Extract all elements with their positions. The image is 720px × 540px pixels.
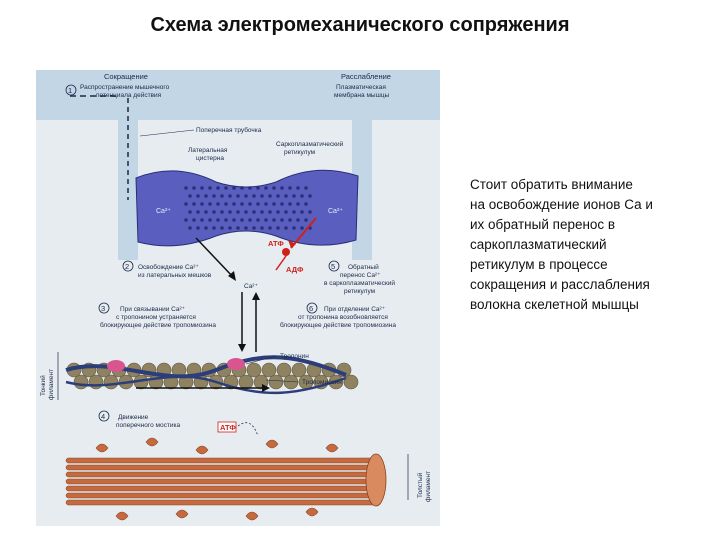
step5-number: 5 xyxy=(331,262,335,271)
step6-number: 6 xyxy=(309,304,313,313)
troponin-left xyxy=(107,360,125,372)
tropomyosin-pointer xyxy=(265,379,299,383)
atp-arrow xyxy=(290,217,317,249)
tropomyosin-label: Тропомиозин xyxy=(302,379,342,386)
atp-label: АТФ xyxy=(268,239,284,248)
adp-arrow xyxy=(275,255,287,271)
ca-arrow-label: Ca²⁺ xyxy=(244,283,258,290)
atp2-box xyxy=(217,421,237,433)
ca-left-label: Ca²⁺ xyxy=(156,208,171,215)
header-relaxation: Расслабление xyxy=(341,72,391,81)
t-tubule-pointer xyxy=(139,129,195,137)
step1-number: 1 xyxy=(68,86,72,95)
step2-number: 2 xyxy=(125,262,129,271)
step3-marker xyxy=(98,302,110,314)
step6-text-line2: от тропонина возобновляется xyxy=(298,313,388,321)
down-arrowhead xyxy=(238,344,246,352)
thick-filament xyxy=(65,437,387,521)
atp-pump xyxy=(282,248,290,256)
step6-marker xyxy=(306,302,318,314)
step5-text-line3: в саркоплазматический xyxy=(324,279,395,287)
t-tubule-right xyxy=(352,120,372,260)
excitation-contraction-diagram: Сокращение Расслабление 1 Распространени… xyxy=(36,70,440,526)
step3-number: 3 xyxy=(101,304,105,313)
step4-text-line1: Движение xyxy=(118,414,149,421)
ca-right-label: Ca²⁺ xyxy=(328,208,343,215)
crossbridge-arrowhead xyxy=(262,384,270,392)
caption-line: саркоплазматический xyxy=(470,237,607,252)
step3-text-line1: При связывании Ca²⁺ xyxy=(120,306,186,313)
header-contraction: Сокращение xyxy=(104,72,148,81)
step1-text-line1: Распространение мышечного xyxy=(80,84,170,91)
caption-line: их обратный перенос в xyxy=(470,217,616,232)
thick-filament-label-line2: филамент xyxy=(425,471,432,502)
troponin-pointer xyxy=(245,355,277,365)
step4-text-line2: поперечного мостика xyxy=(116,422,180,429)
tropomyosin-strand-2 xyxy=(65,375,347,395)
lateral-cistern-line2: цистерна xyxy=(196,155,224,162)
step5-marker xyxy=(328,260,340,272)
ca-release-arrow xyxy=(195,237,235,279)
step2-text-line1: Освобождение Ca²⁺ xyxy=(138,263,199,271)
step3-text-line2: с тропонином устраняется xyxy=(116,314,196,321)
thin-filament-label-line2: филамент xyxy=(48,369,55,400)
up-arrowhead xyxy=(252,292,260,300)
caption-line: волокна скелетной мышцы xyxy=(470,297,639,312)
troponin-right xyxy=(227,358,245,370)
thick-filament-label-line1: Толстый xyxy=(416,472,424,498)
sr-label-line1: Саркоплазматический xyxy=(276,140,344,148)
step3-text-line3: блокирующее действие тропомиозина xyxy=(100,321,216,329)
step1-marker xyxy=(65,84,77,96)
caption-line: сокращения и расслабления xyxy=(470,277,650,292)
step5-text-line4: ретикулум xyxy=(344,288,376,295)
step4-marker xyxy=(98,410,110,422)
step2-text-line2: из латеральных мешков xyxy=(138,272,212,279)
membrane-label-line1: Плазматическая xyxy=(336,84,386,91)
step2-marker xyxy=(122,260,134,272)
caption-line: на освобождение ионов Са и xyxy=(470,197,653,212)
caption-line: Стоит обратить внимание xyxy=(470,177,633,192)
sr-pores xyxy=(184,186,312,230)
plasma-membrane xyxy=(36,70,440,120)
caption-line: ретикулум в процессе xyxy=(470,257,608,272)
thin-filament-label-line1: Тонкий xyxy=(39,375,47,396)
lateral-cistern-line1: Латеральная xyxy=(188,147,228,154)
caption-text: Стоит обратить внимание на освобождение … xyxy=(470,175,705,315)
atp2-label: АТФ xyxy=(220,423,236,432)
troponin-label: Тропонин xyxy=(280,353,309,360)
ca-release-arrowhead xyxy=(228,271,236,281)
page-title: Схема электромеханического сопряжения xyxy=(150,14,570,36)
membrane-label-line2: мембрана мышцы xyxy=(334,91,390,99)
step1-text-line2: потенциала действия xyxy=(96,91,162,99)
atp-arrowhead xyxy=(288,240,296,248)
step5-text-line2: перенос Ca²⁺ xyxy=(340,272,381,279)
sr-label-line2: ретикулум xyxy=(284,149,316,156)
step6-text-line1: При отделении Ca²⁺ xyxy=(324,306,386,313)
atp2-curve xyxy=(237,422,259,437)
step6-text-line3: блокирующее действие тропомиозина xyxy=(280,321,396,329)
step5-text-line1: Обратный xyxy=(348,263,379,271)
adp-label: АДФ xyxy=(286,265,304,274)
step4-number: 4 xyxy=(101,412,105,421)
t-tubule-label: Поперечная трубочка xyxy=(196,126,262,134)
